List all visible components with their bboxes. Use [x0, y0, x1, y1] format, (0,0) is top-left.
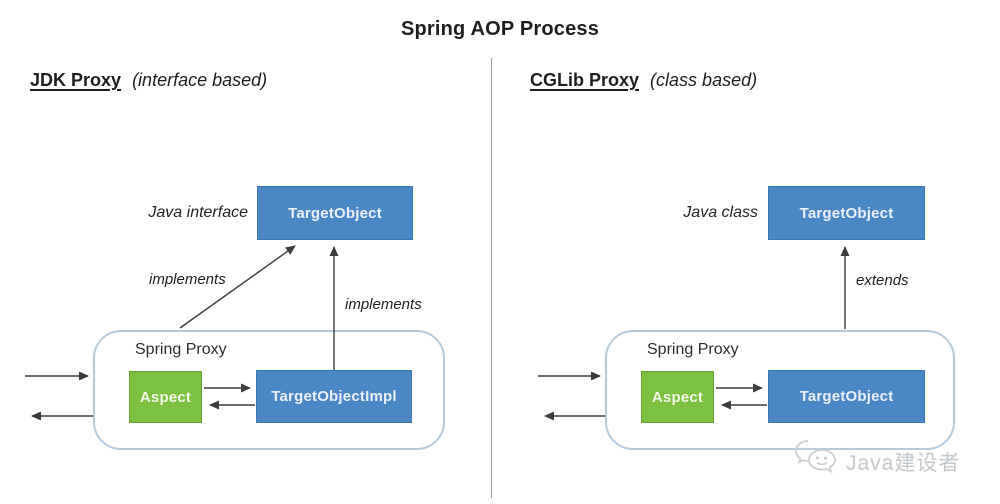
jdk-proxy-heading-title: JDK Proxy: [30, 70, 122, 90]
java-interface-label: Java interface: [148, 204, 248, 221]
panel-divider: [491, 58, 492, 498]
left-target-object-impl-box: TargetObjectImpl: [256, 370, 412, 423]
cglib-proxy-heading-title: CGLib Proxy: [530, 70, 640, 90]
jdk-proxy-heading: JDK Proxy (interface based): [30, 70, 267, 91]
cglib-proxy-heading-note: (class based): [650, 70, 758, 90]
jdk-proxy-heading-note: (interface based): [132, 70, 268, 90]
wechat-bubbles-icon: [792, 438, 840, 485]
watermark: Java建设者: [792, 438, 960, 485]
right-inner-target-object-box: TargetObject: [768, 370, 925, 423]
right-extends-label: extends: [856, 272, 909, 289]
left-spring-proxy-label: Spring Proxy: [135, 341, 227, 358]
left-implements-vertical-label: implements: [345, 296, 422, 313]
right-spring-proxy-label: Spring Proxy: [647, 341, 739, 358]
diagram-title: Spring AOP Process: [400, 18, 600, 40]
java-class-label: Java class: [683, 204, 758, 221]
left-aspect-box: Aspect: [129, 371, 202, 423]
watermark-text: Java建设者: [846, 451, 961, 475]
right-target-object-box: TargetObject: [768, 186, 925, 240]
cglib-proxy-heading: CGLib Proxy (class based): [530, 70, 757, 91]
left-target-object-box: TargetObject: [257, 186, 413, 240]
right-aspect-box: Aspect: [641, 371, 714, 423]
left-implements-diagonal-label: implements: [149, 271, 226, 288]
